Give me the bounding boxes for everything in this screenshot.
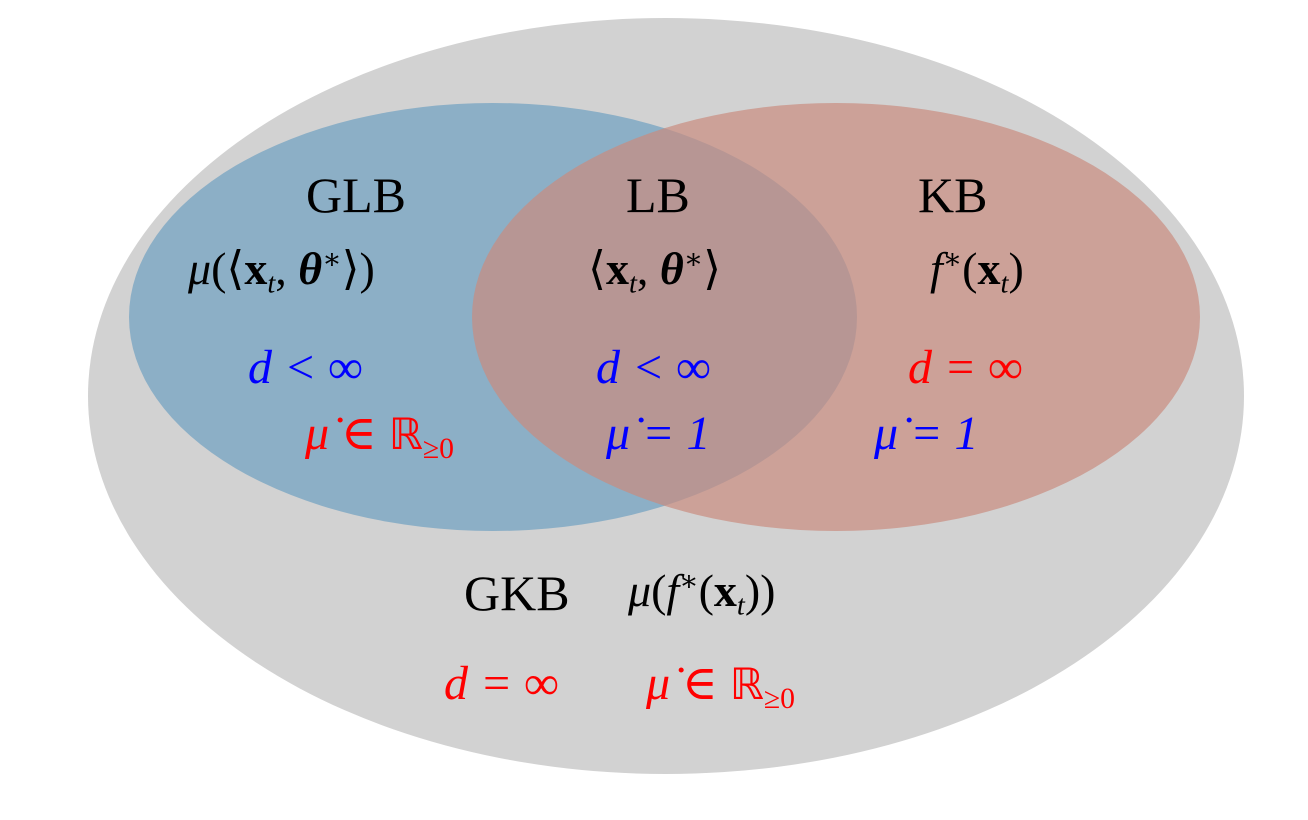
glb-link-derivative: μ̇ ∈ ℝ≥0 bbox=[305, 407, 455, 465]
kb-name: KB bbox=[918, 167, 988, 223]
kb-link-derivative: μ̇ = 1 bbox=[874, 407, 979, 460]
kb-right-ellipse bbox=[472, 103, 1200, 531]
glb-model-formula: μ(⟨xt, θ∗⟩) bbox=[188, 243, 375, 300]
gkb-dimension: d = ∞ bbox=[444, 657, 559, 710]
gkb-link-derivative: μ̇ ∈ ℝ≥0 bbox=[646, 657, 796, 715]
gkb-name: GKB bbox=[464, 565, 570, 621]
kb-model-formula: f∗(xt) bbox=[930, 243, 1024, 300]
lb-model-formula: ⟨xt, θ∗⟩ bbox=[588, 243, 722, 300]
glb-dimension: d < ∞ bbox=[248, 341, 363, 394]
gkb-model-formula: μ(f∗(xt)) bbox=[628, 565, 776, 622]
lb-name: LB bbox=[626, 167, 690, 223]
kb-dimension: d = ∞ bbox=[908, 341, 1023, 394]
lb-link-derivative: μ̇ = 1 bbox=[606, 407, 711, 460]
glb-name: GLB bbox=[306, 167, 406, 223]
lb-dimension: d < ∞ bbox=[596, 341, 711, 394]
